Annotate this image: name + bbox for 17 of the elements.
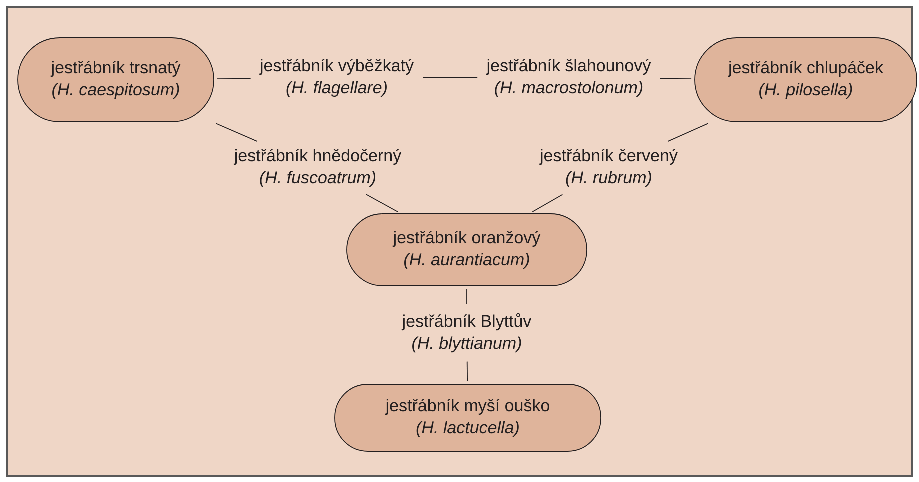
species-box: jestřábník myší ouško (H. lactucella) xyxy=(334,384,602,452)
connector-line xyxy=(466,361,468,382)
connector-line xyxy=(217,78,252,80)
species-box: jestřábník chlupáček (H. pilosella) xyxy=(694,38,918,122)
connector-line xyxy=(668,123,709,142)
species-box: jestřábník trsnatý (H. caespitosum) xyxy=(18,38,214,122)
hybrid-label: jestřábník hnědočerný (H. fuscoatrum) xyxy=(234,148,402,187)
hybrid-label: jestřábník červený (H. rubrum) xyxy=(540,148,678,187)
connector-line xyxy=(366,194,399,213)
connector-line xyxy=(660,78,692,80)
connector-line xyxy=(532,194,564,212)
species-box: jestřábník oranžový (H. aurantiacum) xyxy=(346,214,588,286)
hybrid-label: jestřábník výběžkatý (H. flagellare) xyxy=(260,58,414,98)
hybrid-label: jestřábník šlahounový (H. macrostolonum) xyxy=(486,58,652,97)
hybrid-label: jestřábník Blyttův (H. blyttianum) xyxy=(402,313,532,353)
connector-line xyxy=(466,289,468,305)
connector-line xyxy=(216,123,258,142)
